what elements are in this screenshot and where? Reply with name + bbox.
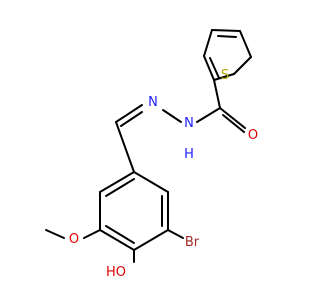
atom-label-sulfur: S <box>221 68 229 83</box>
atom-label-hydroxyl: HO <box>106 265 126 280</box>
atom-label-bromine: Br <box>185 235 200 250</box>
bond <box>219 107 246 129</box>
structure-diagram: S O N H N Br O HO <box>45 29 258 280</box>
atom-label-oxygen-carbonyl: O <box>248 128 258 143</box>
bond <box>133 229 169 251</box>
bond <box>45 229 65 239</box>
bond <box>105 178 135 197</box>
bond <box>213 73 235 81</box>
bond <box>83 229 101 239</box>
atom-label-nitrogen-amide: N <box>184 116 194 131</box>
bond <box>99 229 135 251</box>
bond <box>239 30 252 58</box>
bond <box>222 114 245 133</box>
bond <box>217 35 237 38</box>
bond <box>120 111 143 127</box>
atom-label-nitrogen-imine: N <box>148 95 158 110</box>
bond <box>105 225 135 244</box>
bond <box>203 55 215 81</box>
bond <box>115 121 135 173</box>
bond <box>211 29 241 32</box>
bond <box>233 56 252 75</box>
bond <box>133 171 169 193</box>
bond <box>99 171 135 193</box>
bond <box>115 104 143 123</box>
atom-label-oxygen-methoxy: O <box>69 232 79 247</box>
bond <box>209 57 220 79</box>
atom-label-nitrogen-amide-hydrogen: H <box>184 147 194 162</box>
bond <box>196 107 221 123</box>
bond <box>162 109 182 123</box>
molecule-canvas: S O N H N Br O HO <box>45 29 258 280</box>
bond <box>213 79 221 109</box>
bond <box>167 229 184 239</box>
bond <box>203 29 213 57</box>
